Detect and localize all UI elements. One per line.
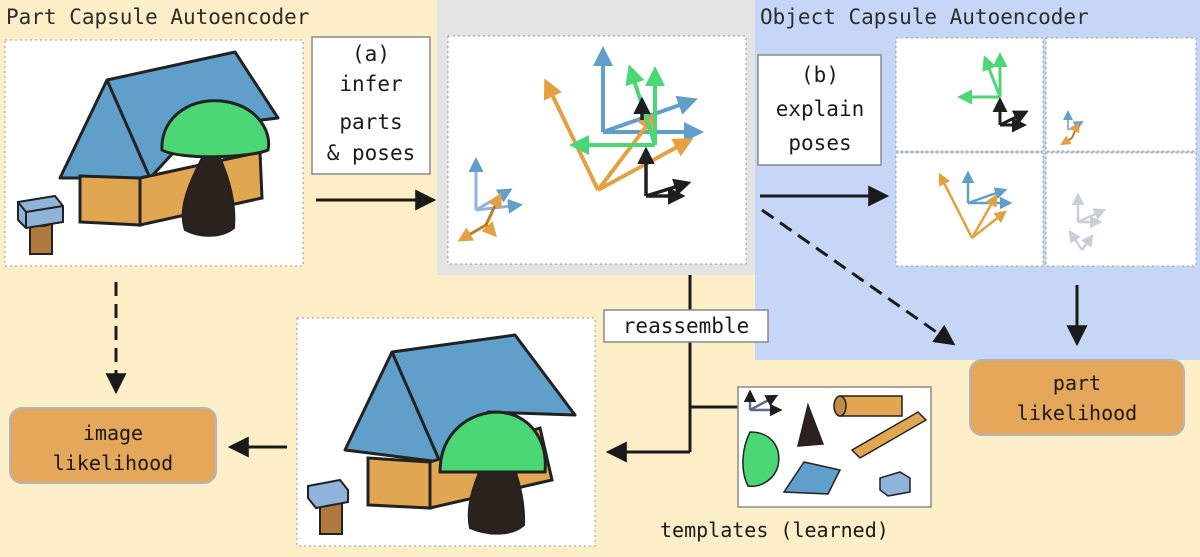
image-likelihood-box: image likelihood bbox=[9, 407, 217, 484]
step-a-label: (a) bbox=[352, 42, 390, 66]
object-capsule-title: Object Capsule Autoencoder bbox=[760, 5, 1089, 29]
part-likelihood-line2: likelihood bbox=[1017, 401, 1137, 425]
small-cube bbox=[17, 194, 64, 230]
step-b-label: (b) bbox=[801, 63, 839, 87]
part-likelihood-line1: part bbox=[1053, 371, 1101, 395]
object-capsule-panel-2 bbox=[1045, 37, 1197, 152]
part-likelihood-box: part likelihood bbox=[969, 359, 1185, 436]
step-a-line3: parts bbox=[339, 110, 402, 134]
part-capsule-title: Part Capsule Autoencoder bbox=[6, 5, 309, 29]
templates-panel bbox=[737, 386, 932, 508]
object-capsule-panel-1 bbox=[895, 37, 1044, 152]
reconstructed-image-panel bbox=[296, 317, 596, 547]
explain-poses-box: (b) explain poses bbox=[757, 54, 882, 166]
house-body bbox=[78, 174, 142, 227]
step-a-line4: & poses bbox=[327, 141, 416, 165]
dashed-arrow-to-part-likelihood bbox=[761, 208, 956, 346]
plank-template bbox=[850, 411, 928, 459]
step-a-line2: infer bbox=[339, 72, 402, 96]
reassemble-label-box: reassemble bbox=[603, 309, 769, 343]
templates-label: templates (learned) bbox=[660, 518, 889, 542]
image-likelihood-line1: image bbox=[83, 421, 143, 445]
image-likelihood-line2: likelihood bbox=[53, 451, 173, 475]
object-capsule-panel-4 bbox=[1045, 152, 1197, 267]
step-b-line3: poses bbox=[788, 131, 851, 155]
infer-parts-box: (a) infer parts & poses bbox=[311, 36, 431, 175]
step-b-line2: explain bbox=[776, 97, 865, 121]
half-circle-template bbox=[742, 431, 780, 488]
input-image-panel bbox=[4, 39, 304, 267]
cone-template bbox=[797, 402, 825, 447]
object-capsule-panel-3 bbox=[895, 152, 1044, 267]
tree-trunk bbox=[181, 157, 236, 237]
reassemble-label: reassemble bbox=[623, 314, 749, 338]
tree-top bbox=[160, 99, 271, 159]
cylinder-template bbox=[833, 395, 903, 417]
part-poses-panel bbox=[447, 35, 747, 265]
prism-template bbox=[782, 461, 842, 495]
cube-template bbox=[879, 471, 911, 497]
